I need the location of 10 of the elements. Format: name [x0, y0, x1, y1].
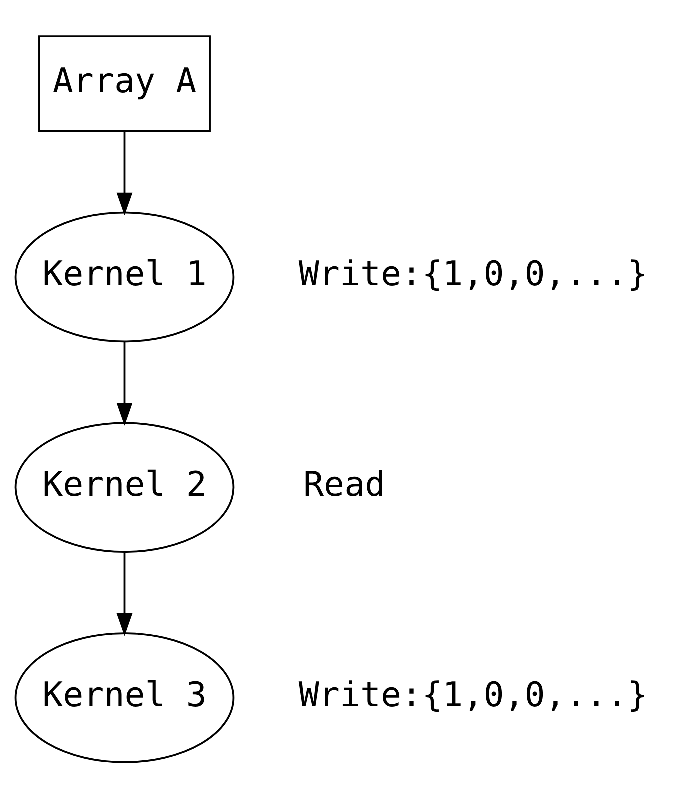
- node-ellipse: Kernel 1: [14, 211, 235, 342]
- node-ellipse: Kernel 3: [14, 632, 235, 763]
- arrow: [116, 552, 133, 636]
- node-label: Write:{1,0,0,...}: [298, 674, 648, 715]
- arrow: [116, 131, 133, 216]
- node-ellipse: Kernel 2: [14, 422, 235, 552]
- arrow: [116, 342, 133, 426]
- node-label: Read: [304, 464, 386, 504]
- node-label: Write:{1,0,0,...}: [298, 254, 648, 294]
- node-box: Array A: [38, 35, 211, 132]
